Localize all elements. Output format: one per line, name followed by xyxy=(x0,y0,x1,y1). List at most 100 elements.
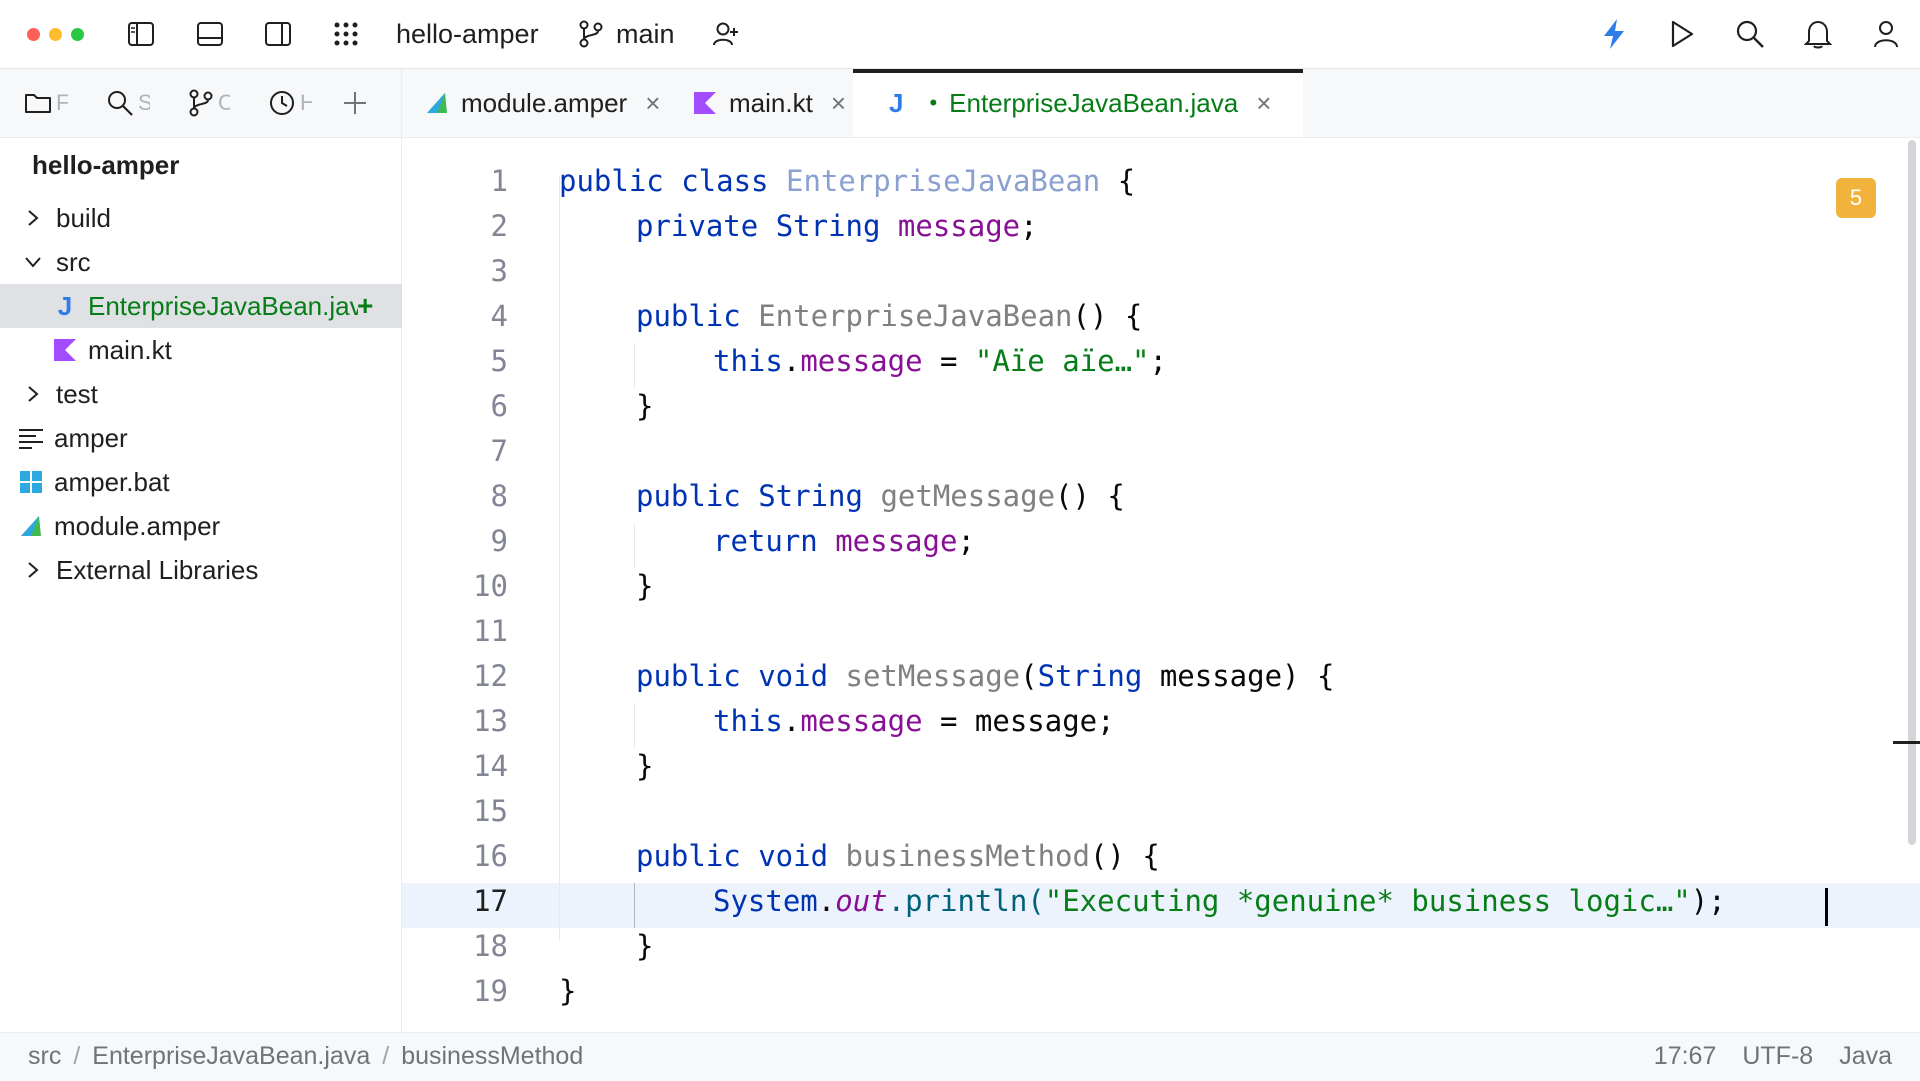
notifications-bell-icon[interactable] xyxy=(1801,17,1835,51)
close-window-button[interactable] xyxy=(27,27,40,41)
code-editor[interactable]: 1 2 3 4 5 6 7 8 9 10 11 12 13 14 15 16 1… xyxy=(402,138,1920,1032)
breadcrumb-item[interactable]: businessMethod xyxy=(401,1042,584,1070)
tool-tab-search[interactable]: S xyxy=(106,83,150,123)
code-line: public EnterpriseJavaBean() { xyxy=(636,299,1142,333)
tree-item-label: build xyxy=(56,202,111,233)
windows-icon xyxy=(18,469,44,495)
line-number: 10 xyxy=(473,569,508,603)
code-token: { xyxy=(1100,164,1136,198)
code-line: public void businessMethod() { xyxy=(636,839,1160,873)
chevron-down-icon[interactable] xyxy=(20,249,46,275)
minimize-window-button[interactable] xyxy=(49,27,62,41)
tree-item-label: main.kt xyxy=(88,334,172,365)
line-number: 1 xyxy=(490,164,508,198)
indent-guide xyxy=(559,176,560,941)
line-number: 13 xyxy=(473,704,508,738)
code-token: message xyxy=(897,209,1021,243)
add-tool-tab-button[interactable] xyxy=(342,83,368,123)
tool-tab-commit[interactable]: C xyxy=(188,83,230,123)
tab-name: module.amper xyxy=(461,87,628,118)
tree-item-external-libraries[interactable]: External Libraries xyxy=(0,548,421,592)
tool-tab-label: C xyxy=(218,90,230,115)
editor-tab-module-amper[interactable]: module.amper × xyxy=(403,69,665,137)
chevron-right-icon[interactable] xyxy=(20,205,46,231)
tree-item-src[interactable]: src xyxy=(0,240,421,284)
tree-item-label: test xyxy=(56,378,98,409)
line-number-current: 17 xyxy=(473,884,508,918)
editor-scrollbar[interactable] xyxy=(1908,140,1916,845)
line-number: 15 xyxy=(473,794,508,828)
tree-item-build[interactable]: build xyxy=(0,196,421,240)
file-encoding[interactable]: UTF-8 xyxy=(1742,1042,1814,1070)
tree-item-main-kt[interactable]: main.kt xyxy=(0,328,453,372)
branch-button[interactable]: main xyxy=(616,19,675,49)
tree-item-label: EnterpriseJavaBean.java xyxy=(88,290,358,321)
status-bar: src / EnterpriseJavaBean.java / business… xyxy=(0,1032,1920,1081)
close-tab-icon[interactable]: × xyxy=(645,87,661,118)
project-tree-title: hello-amper xyxy=(32,150,180,180)
code-token: () { xyxy=(1055,479,1125,513)
code-token: .println( xyxy=(887,884,1045,918)
main-menu-grid-icon[interactable] xyxy=(329,17,363,51)
project-name-button[interactable]: hello-amper xyxy=(396,19,539,49)
code-token: out xyxy=(835,884,888,918)
lightning-icon[interactable] xyxy=(1597,17,1631,51)
chevron-right-icon[interactable] xyxy=(20,381,46,407)
tree-item-amper[interactable]: amper xyxy=(0,416,419,460)
close-tab-icon[interactable]: × xyxy=(1256,87,1272,118)
code-line: this.message = message; xyxy=(713,704,1115,738)
bottom-panel-toggle-icon[interactable] xyxy=(193,17,227,51)
close-tab-icon[interactable]: × xyxy=(830,87,846,118)
line-number: 3 xyxy=(490,254,508,288)
right-panel-toggle-icon[interactable] xyxy=(261,17,295,51)
tool-window-tabs: F S C H xyxy=(0,69,401,137)
user-profile-icon[interactable] xyxy=(1869,17,1903,51)
code-token: . xyxy=(782,704,801,738)
tabs-row: F S C H xyxy=(0,69,1920,138)
code-token: String xyxy=(1037,659,1143,693)
code-token: public void xyxy=(636,659,846,693)
code-token: this xyxy=(713,344,783,378)
code-token: businessMethod xyxy=(845,839,1090,873)
code-token: System xyxy=(713,884,818,918)
line-number: 12 xyxy=(473,659,508,693)
run-icon[interactable] xyxy=(1665,17,1699,51)
code-line: } xyxy=(636,749,654,783)
code-token: ( xyxy=(1020,659,1038,693)
kotlin-icon xyxy=(52,337,78,363)
line-number: 11 xyxy=(473,614,508,648)
code-token: this xyxy=(713,704,783,738)
tree-item-label: module.amper xyxy=(54,510,221,541)
tool-tab-project[interactable]: F xyxy=(24,83,68,123)
text-file-icon xyxy=(18,425,44,451)
breadcrumb-item[interactable]: EnterpriseJavaBean.java xyxy=(92,1042,371,1070)
inspection-warnings-badge[interactable]: 5 xyxy=(1836,178,1876,218)
tree-item-amper-bat[interactable]: amper.bat xyxy=(0,460,419,504)
zoom-window-button[interactable] xyxy=(71,27,84,41)
java-icon: J xyxy=(57,290,73,321)
code-token: message xyxy=(835,524,958,558)
code-token: String xyxy=(775,209,898,243)
add-user-icon[interactable] xyxy=(710,17,744,51)
tree-item-label: amper xyxy=(54,422,128,453)
chevron-right-icon[interactable] xyxy=(20,557,46,583)
caret-position[interactable]: 17:67 xyxy=(1653,1042,1717,1070)
tree-item-module-amper[interactable]: module.amper xyxy=(0,504,419,548)
tool-tab-history[interactable]: H xyxy=(268,83,312,123)
tree-item-test[interactable]: test xyxy=(0,372,421,416)
text-caret xyxy=(1825,888,1828,926)
editor-tab-enterprise-java-bean[interactable]: J • EnterpriseJavaBean.java × xyxy=(853,69,1303,137)
modified-indicator: • xyxy=(929,90,938,115)
left-panel-toggle-icon[interactable] xyxy=(124,17,158,51)
breadcrumb-separator: / xyxy=(382,1042,390,1070)
amper-icon xyxy=(18,513,44,539)
code-token: . xyxy=(817,884,836,918)
breadcrumb-item[interactable]: src xyxy=(28,1042,62,1070)
tree-item-label: External Libraries xyxy=(56,554,259,585)
editor-tab-main-kt[interactable]: main.kt × xyxy=(665,69,853,137)
tree-item-enterprise-java-bean[interactable]: J EnterpriseJavaBean.java + xyxy=(0,284,453,328)
indent-guide xyxy=(634,343,635,388)
file-language[interactable]: Java xyxy=(1839,1042,1892,1070)
line-number: 18 xyxy=(473,929,508,963)
search-icon[interactable] xyxy=(1733,17,1767,51)
